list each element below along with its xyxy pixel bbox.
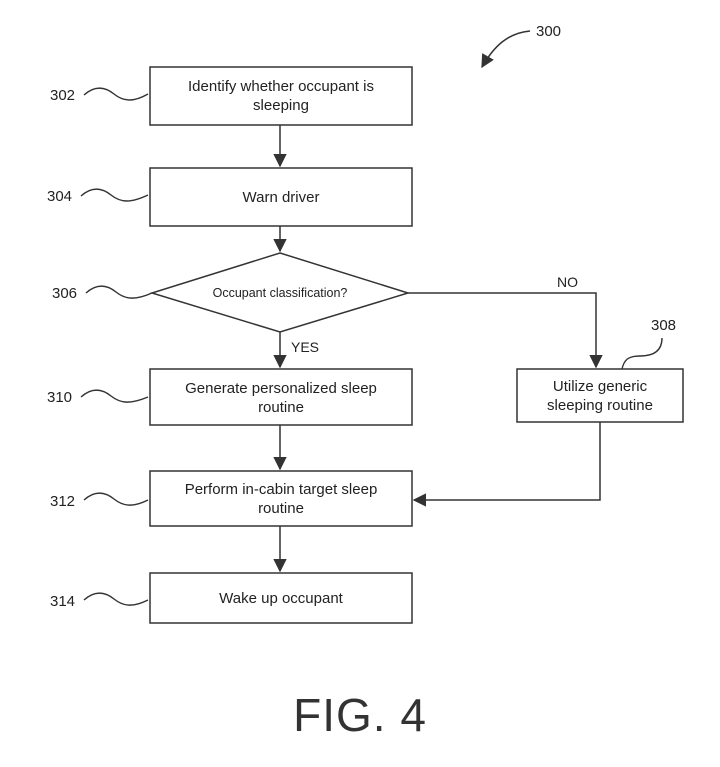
- ref-306: 306: [52, 285, 153, 302]
- step-314-wake-up: Wake up occupant: [149, 572, 413, 624]
- ref-304: 304: [47, 188, 149, 205]
- ref-306-number: 306: [52, 285, 77, 302]
- box-312: [149, 470, 413, 527]
- ref-310-number: 310: [47, 389, 72, 406]
- ref-310: 310: [47, 389, 149, 406]
- ref-308: 308: [621, 317, 676, 370]
- step-302-identify-sleeping: Identify whether occupant is sleeping: [149, 66, 413, 126]
- decision-306-occupant-classification: Occupant classification?: [149, 252, 411, 333]
- box-312-line-2: routine: [258, 500, 304, 517]
- box-308: [516, 368, 684, 423]
- box-312-line-1: Perform in-cabin target sleep: [185, 481, 378, 498]
- diamond-306-text: Occupant classification?: [213, 286, 348, 300]
- ref-308-number: 308: [651, 317, 676, 334]
- box-314: [149, 572, 413, 624]
- box-308-line-2: sleeping routine: [547, 397, 653, 414]
- edge-label-yes: YES: [291, 339, 319, 355]
- box-308-line-1: Utilize generic: [553, 378, 648, 395]
- figure-reference-number: 300: [536, 23, 561, 40]
- figure-reference-leader: [481, 30, 531, 69]
- edge-label-no: NO: [557, 274, 578, 290]
- box-310: [149, 368, 413, 426]
- box-310-line-1: Generate personalized sleep: [185, 380, 377, 397]
- arrow-306-to-308-no: [408, 292, 603, 369]
- box-310-line-2: routine: [258, 399, 304, 416]
- ref-314: 314: [50, 592, 149, 610]
- ref-314-number: 314: [50, 593, 75, 610]
- box-314-line-1: Wake up occupant: [219, 590, 344, 607]
- ref-312-number: 312: [50, 493, 75, 510]
- ref-302-leader: [83, 87, 149, 101]
- box-302-line-2: sleeping: [253, 97, 309, 114]
- figure-reference: 300: [481, 23, 561, 69]
- box-304-line-1: Warn driver: [243, 189, 320, 206]
- ref-302-number: 302: [50, 87, 75, 104]
- figure-label: FIG. 4: [293, 689, 427, 741]
- ref-304-number: 304: [47, 188, 72, 205]
- ref-308-leader: [621, 337, 663, 370]
- step-312-perform-sleep-routine: Perform in-cabin target sleep routine: [149, 470, 413, 527]
- ref-312: 312: [50, 492, 149, 510]
- box-302: [149, 66, 413, 126]
- arrow-308-to-312: [412, 422, 601, 507]
- ref-304-leader: [80, 188, 149, 202]
- ref-310-leader: [80, 389, 149, 403]
- box-302-line-1: Identify whether occupant is: [188, 78, 374, 95]
- ref-302: 302: [50, 87, 149, 104]
- ref-314-leader: [83, 592, 149, 606]
- step-304-warn-driver: Warn driver: [149, 167, 413, 227]
- ref-312-leader: [83, 492, 149, 506]
- step-308-generic-routine: Utilize generic sleeping routine: [516, 368, 684, 423]
- step-310-personalized-routine: Generate personalized sleep routine: [149, 368, 413, 426]
- box-304: [149, 167, 413, 227]
- ref-306-leader: [85, 285, 153, 299]
